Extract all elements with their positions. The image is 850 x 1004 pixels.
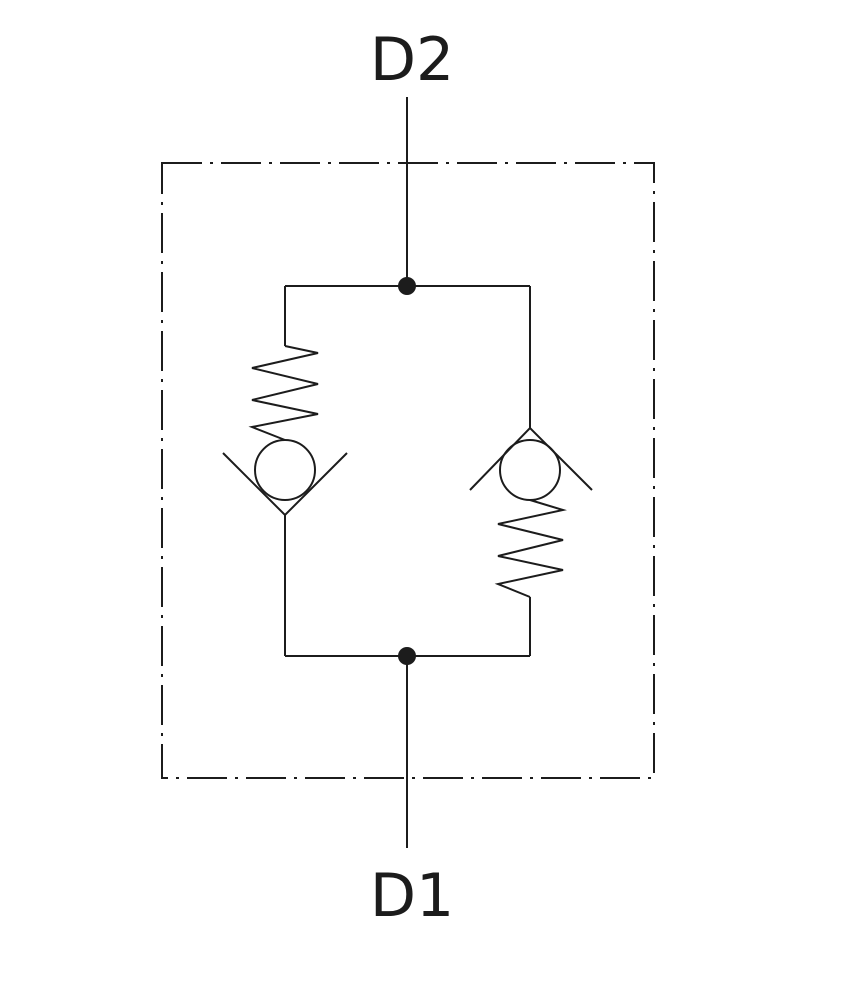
left-check-valve (222, 286, 348, 656)
right-check-valve (469, 286, 593, 656)
left-valve-seat (222, 452, 348, 517)
right-valve-seat (469, 426, 593, 491)
port-label-d2: D2 (369, 25, 455, 95)
top-junction-dot (398, 277, 416, 295)
right-spring (494, 499, 567, 598)
port-label-d1: D1 (369, 861, 455, 931)
bottom-junction-dot (398, 647, 416, 665)
left-spring (248, 345, 319, 441)
left-valve-ball (254, 439, 316, 501)
right-valve-ball (499, 439, 561, 501)
